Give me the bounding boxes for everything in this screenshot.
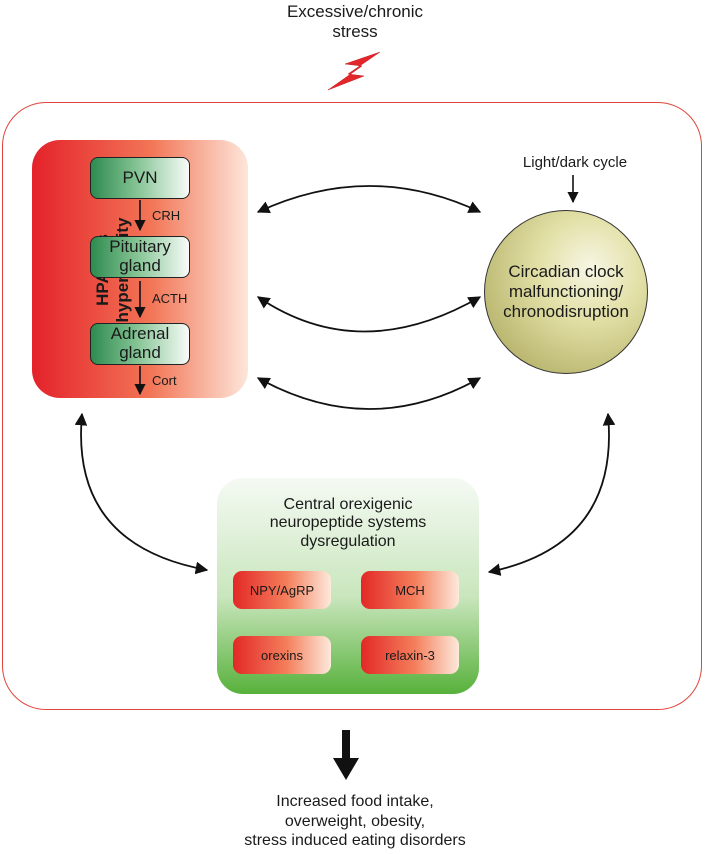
- neuropeptide-title-line2: neuropeptide systems: [269, 514, 427, 532]
- circadian-clock-circle: Circadian clock malfunctioning/ chronodi…: [484, 210, 648, 374]
- acth-label: ACTH: [152, 291, 188, 306]
- hpa-neuropeptide-arrow: [74, 412, 209, 575]
- npy-agrp-box: NPY/AgRP: [233, 571, 331, 609]
- circadian-line2: malfunctioning/: [508, 281, 624, 301]
- light-dark-cycle-label: Light/dark cycle: [522, 154, 628, 171]
- outcome-arrow-head: [333, 758, 359, 780]
- crh-label: CRH: [152, 208, 181, 223]
- orexins-label: orexins: [261, 647, 303, 663]
- stress-title-line2: stress: [332, 21, 378, 41]
- neuropeptide-title-line3: dysregulation: [300, 532, 396, 550]
- stress-title: Excessive/chronic stress: [230, 2, 480, 41]
- pituitary-label-line2: gland: [119, 256, 161, 275]
- hpa-circadian-arrow-top: [256, 185, 482, 213]
- neuropeptide-title-line1: Central orexigenic: [283, 496, 413, 513]
- circadian-line3: chronodisruption: [503, 302, 629, 322]
- pvn-label: PVN: [122, 167, 158, 187]
- outcome-arrow-shaft: [342, 730, 350, 760]
- circadian-line1: Circadian clock: [508, 261, 624, 281]
- hpa-circadian-arrow-middle: [256, 296, 482, 333]
- outcome-line2: overweight, obesity,: [284, 812, 426, 830]
- circadian-neuropeptide-arrow: [487, 412, 616, 576]
- hpa-circadian-arrow-bottom: [256, 377, 482, 410]
- relaxin-3-box: relaxin-3: [361, 636, 459, 674]
- adrenal-label-line2: gland: [119, 343, 161, 362]
- npy-agrp-label: NPY/AgRP: [249, 582, 315, 598]
- pvn-box: PVN: [90, 157, 190, 199]
- lightning-bolt-icon: [327, 51, 381, 91]
- outcome-line3: stress induced eating disorders: [244, 832, 466, 850]
- orexins-box: orexins: [233, 636, 331, 674]
- pituitary-label-line1: Pituitary: [109, 237, 171, 257]
- adrenal-label-line1: Adrenal: [110, 324, 170, 344]
- stress-title-line1: Excessive/chronic: [286, 2, 424, 21]
- adrenal-gland-box: Adrenal gland: [90, 323, 190, 365]
- system-frame: [2, 102, 702, 710]
- outcome-text: Increased food intake, overweight, obesi…: [190, 792, 520, 851]
- cort-label: Cort: [152, 373, 177, 388]
- outcome-line1: Increased food intake,: [276, 793, 434, 810]
- mch-box: MCH: [361, 571, 459, 609]
- relaxin-3-label: relaxin-3: [385, 647, 435, 663]
- neuropeptide-title: Central orexigenic neuropeptide systems …: [230, 496, 466, 551]
- mch-label: MCH: [395, 582, 425, 598]
- pituitary-gland-box: Pituitary gland: [90, 236, 190, 278]
